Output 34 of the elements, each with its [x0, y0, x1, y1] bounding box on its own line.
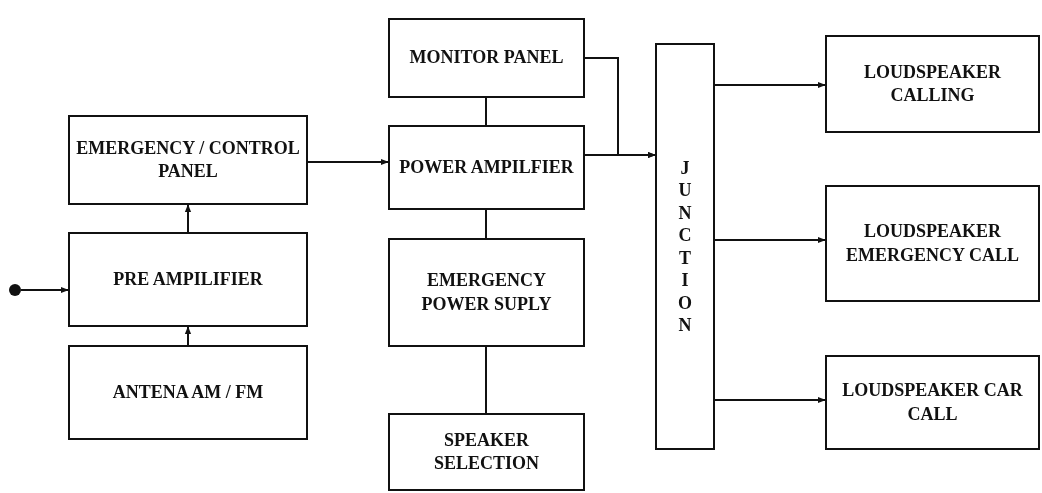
arrow — [307, 158, 389, 166]
box-label: SPEAKER SELECTION — [432, 428, 540, 475]
box-label: ANTENA AM / FM — [111, 380, 265, 404]
loudspeaker-box — [825, 35, 1040, 133]
input-dot — [9, 284, 21, 296]
box-label: EMERGENCY / CONTROL PANEL — [75, 136, 301, 183]
amplifier-box — [68, 232, 308, 327]
box-label: MONITOR PANEL — [408, 46, 565, 70]
loudspeaker-box — [825, 355, 1040, 450]
connector-line — [485, 97, 487, 126]
vertical-label: JUNCTION — [677, 156, 693, 337]
panel-box — [68, 115, 308, 205]
arrow — [714, 236, 826, 244]
arrow — [714, 396, 826, 404]
connector-line — [485, 346, 487, 414]
arrow — [20, 286, 69, 294]
arrow — [714, 81, 826, 89]
selection-box — [388, 413, 585, 491]
box-label: PRE AMPILIFIER — [112, 267, 264, 291]
box-label: EMERGENCY POWER SUPLY — [420, 269, 553, 316]
box-label: LOUDSPEAKER CAR CALL — [841, 379, 1024, 426]
antenna-box — [68, 345, 308, 440]
box-label: POWER AMPILFIER — [398, 155, 575, 179]
loudspeaker-box — [825, 185, 1040, 302]
panel-box — [388, 18, 585, 98]
box-label: LOUDSPEAKER EMERGENCY CALL — [845, 220, 1020, 267]
power-supply-box — [388, 238, 585, 347]
junction-box — [655, 43, 715, 450]
box-label: LOUDSPEAKER CALLING — [863, 60, 1002, 107]
amplifier-box — [388, 125, 585, 210]
arrow — [584, 57, 656, 159]
connector-line — [485, 209, 487, 239]
arrow — [184, 204, 192, 233]
arrow — [184, 326, 192, 346]
